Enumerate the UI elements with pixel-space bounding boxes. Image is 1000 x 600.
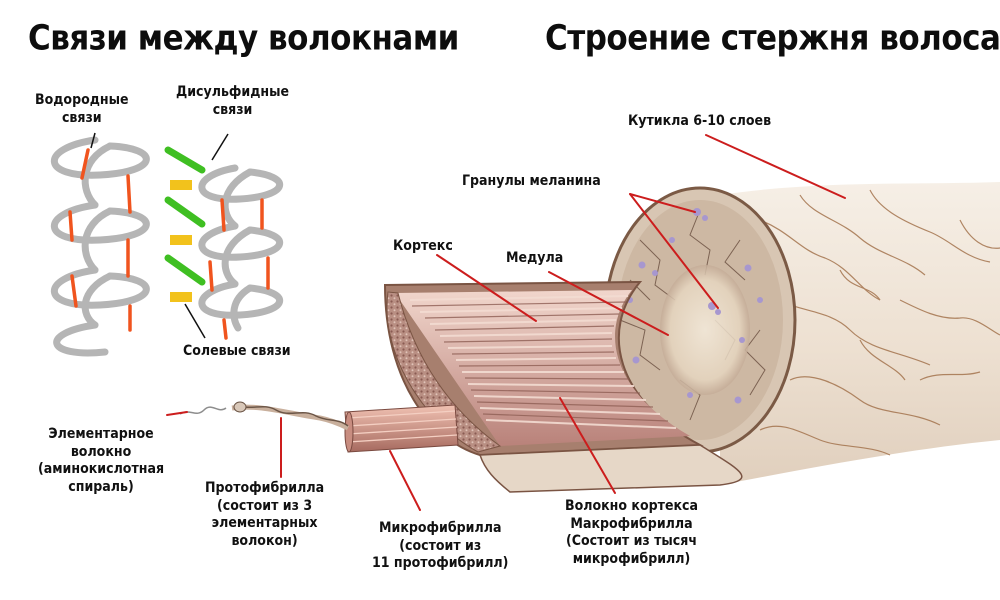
hair-shaft-illustration xyxy=(179,182,1000,493)
label-cortex-fiber: Волокно кортекса Макрофибрилла (Состоит … xyxy=(565,498,698,568)
salt-bonds xyxy=(170,180,192,302)
label-protofibril-line4: волокон) xyxy=(231,532,298,549)
hydrogen-bonds xyxy=(68,148,270,340)
label-elementary-line3: (аминокислотная xyxy=(38,461,165,477)
label-hydrogen-bonds: Водородные связи xyxy=(35,92,129,127)
medulla-core xyxy=(660,265,750,395)
label-melanin-granules: Гранулы меланина xyxy=(462,173,601,189)
coiled-fiber-left xyxy=(50,136,150,357)
shaft-lower-wall xyxy=(478,444,743,493)
label-microfibril: Микрофибрилла (состоит из 11 протофибрил… xyxy=(372,520,508,573)
title-hair-shaft-structure: Строение стержня волоса xyxy=(545,18,1000,59)
coiled-fiber-right xyxy=(198,164,284,332)
label-protofibril-line1: Протофибрилла xyxy=(205,480,325,496)
protofibril-strand xyxy=(231,404,350,431)
label-cortex-fiber-line1: Волокно кортекса xyxy=(565,498,699,514)
label-cortex: Кортекс xyxy=(393,238,453,254)
label-disulfide-bonds-line2: связи xyxy=(212,101,253,118)
cuticle-outer-surface xyxy=(720,182,1000,485)
label-protofibril-line2: (состоит из 3 xyxy=(216,497,313,514)
cortex-strand-shadows xyxy=(411,301,669,422)
title-bonds-between-fibers: Связи между волокнами xyxy=(28,18,459,59)
pointer-lines xyxy=(166,134,846,511)
cuticle-scale-lines xyxy=(759,189,1000,456)
label-cortex-fiber-line3: (Состоит из тысяч xyxy=(566,533,697,549)
label-cuticle: Кутикла 6-10 слоев xyxy=(628,113,772,129)
label-salt-bonds: Солевые связи xyxy=(183,343,291,359)
label-elementary-line2: волокно xyxy=(70,443,132,460)
label-protofibril: Протофибрилла (состоит из 3 элементарных… xyxy=(205,480,324,550)
label-elementary-fiber: Элементарное волокно (аминокислотная спи… xyxy=(38,426,164,496)
label-disulfide-bonds: Дисульфидные связи xyxy=(176,84,289,119)
label-elementary-line1: Элементарное xyxy=(48,426,154,442)
label-hydrogen-bonds-line1: Водородные xyxy=(35,92,129,108)
label-microfibril-line2: (состоит из xyxy=(399,537,482,554)
label-medulla: Медула xyxy=(506,250,564,266)
label-elementary-line4: спираль) xyxy=(68,478,134,495)
bond-leader-lines xyxy=(90,132,229,339)
label-cortex-fiber-line2: Макрофибрилла xyxy=(570,515,693,532)
macrofibril-bundle xyxy=(344,404,459,453)
label-disulfide-bonds-line1: Дисульфидные xyxy=(176,84,290,100)
label-protofibril-line3: элементарных xyxy=(211,515,318,531)
fiber-bonds-illustration xyxy=(50,132,284,357)
label-microfibril-line1: Микрофибрилла xyxy=(378,520,502,536)
label-cortex-fiber-line4: микрофибрилл) xyxy=(572,550,691,567)
disulfide-bonds xyxy=(164,146,206,286)
label-hydrogen-bonds-line2: связи xyxy=(61,109,102,126)
label-microfibril-line3: 11 протофибрилл) xyxy=(372,555,509,571)
